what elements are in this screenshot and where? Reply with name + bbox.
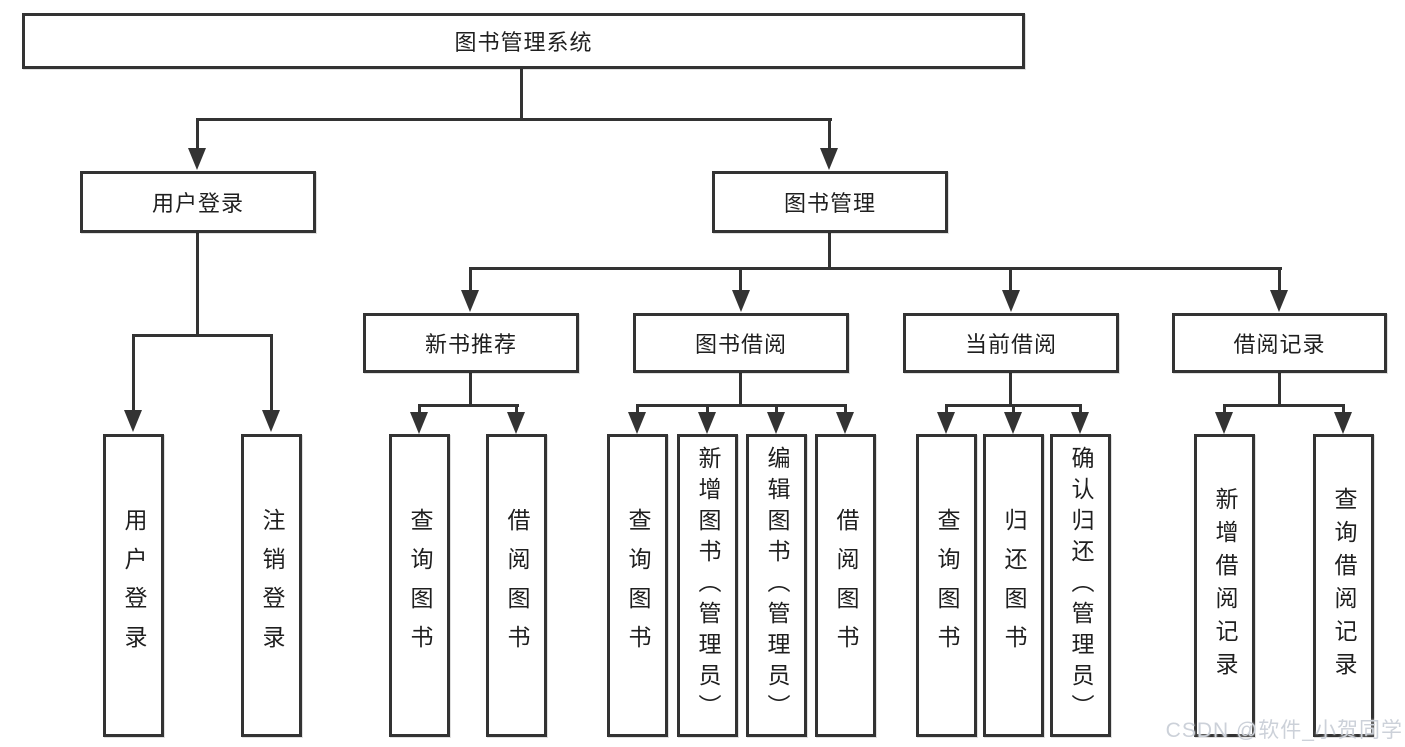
- arrowhead-down-icon: [698, 412, 716, 434]
- leaf-label: 确认归还（管理员）: [1068, 446, 1094, 725]
- connector-current-borrowing-trunk: [1009, 373, 1012, 407]
- leaf-label: 新增图书（管理员）: [695, 446, 721, 725]
- connector-user-login-trunk: [196, 233, 199, 336]
- connector-leaf-stem: [636, 404, 639, 414]
- node-label: 新书推荐: [424, 332, 517, 357]
- arrowhead-down-icon: [124, 410, 142, 432]
- connector-leaf-stem: [1223, 404, 1226, 414]
- leaf-label: 用户登录: [121, 507, 147, 664]
- leaf-edit-books-admin: 编辑图书（管理员）: [746, 434, 807, 737]
- leaf-add-borrow-record: 新增借阅记录: [1194, 434, 1255, 737]
- leaf-label: 注销登录: [259, 507, 285, 664]
- leaf-label: 归还图书: [1001, 507, 1027, 664]
- connector-leaf-stem: [844, 404, 847, 414]
- connector-leaf-stem: [418, 404, 421, 414]
- connector-new-books-rail: [418, 404, 519, 407]
- connector-to-leaf-user-login: [132, 334, 135, 412]
- arrowhead-down-icon: [262, 410, 280, 432]
- leaf-query-books-borrowing: 查询图书: [607, 434, 668, 737]
- connector-leaf-stem: [1342, 404, 1345, 414]
- connector-to-borrow-records: [1278, 267, 1281, 292]
- arrowhead-down-icon: [188, 148, 206, 170]
- connector-to-current-borrowing: [1009, 267, 1012, 292]
- leaf-logout-login: 注销登录: [241, 434, 302, 737]
- leaf-label: 编辑图书（管理员）: [764, 446, 790, 725]
- connector-leaf-stem: [945, 404, 948, 414]
- leaf-add-books-admin: 新增图书（管理员）: [677, 434, 738, 737]
- arrowhead-down-icon: [1071, 412, 1089, 434]
- leaf-borrow-books-new-books: 借阅图书: [486, 434, 547, 737]
- node-label: 图书借阅: [694, 332, 787, 357]
- watermark-text: CSDN @软件_小贺同学: [1165, 719, 1403, 742]
- leaf-label: 查询图书: [625, 507, 651, 664]
- arrowhead-down-icon: [836, 412, 854, 434]
- connector-root-trunk: [520, 68, 523, 120]
- node-current-borrowing: 当前借阅: [903, 313, 1119, 373]
- arrowhead-down-icon: [410, 412, 428, 434]
- node-label: 用户登录: [151, 191, 244, 216]
- connector-leaf-stem: [775, 404, 778, 414]
- arrowhead-down-icon: [461, 290, 479, 312]
- node-book-management: 图书管理: [712, 171, 948, 233]
- node-label: 借阅记录: [1233, 332, 1326, 357]
- connector-to-new-books: [469, 267, 472, 292]
- leaf-label: 查询图书: [934, 507, 960, 664]
- leaf-label: 借阅图书: [504, 507, 530, 664]
- arrowhead-down-icon: [1002, 290, 1020, 312]
- leaf-query-books-new-books: 查询图书: [389, 434, 450, 737]
- arrowhead-down-icon: [767, 412, 785, 434]
- connector-to-book-borrowing: [739, 267, 742, 292]
- node-borrowing-records: 借阅记录: [1172, 313, 1387, 373]
- node-library-management-system: 图书管理系统: [22, 13, 1025, 69]
- node-user-login: 用户登录: [80, 171, 316, 233]
- connector-to-user-login: [196, 118, 199, 150]
- leaf-label: 借阅图书: [833, 507, 859, 664]
- node-label: 图书管理系统: [454, 30, 593, 55]
- arrowhead-down-icon: [628, 412, 646, 434]
- connector-leaf-stem: [1012, 404, 1015, 414]
- arrowhead-down-icon: [1334, 412, 1352, 434]
- connector-book-borrowing-rail: [636, 404, 847, 407]
- leaf-borrow-books-borrowing: 借阅图书: [815, 434, 876, 737]
- leaf-label: 查询图书: [407, 507, 433, 664]
- leaf-query-borrow-record: 查询借阅记录: [1313, 434, 1374, 737]
- leaf-confirm-return-admin: 确认归还（管理员）: [1050, 434, 1111, 737]
- arrowhead-down-icon: [937, 412, 955, 434]
- connector-borrow-records-trunk: [1278, 373, 1281, 407]
- leaf-label: 新增借阅记录: [1212, 486, 1238, 685]
- arrowhead-down-icon: [1270, 290, 1288, 312]
- leaf-user-login: 用户登录: [103, 434, 164, 737]
- connector-book-borrowing-trunk: [739, 373, 742, 407]
- connector-borrow-records-rail: [1223, 404, 1345, 407]
- node-label: 当前借阅: [964, 332, 1057, 357]
- node-label: 图书管理: [783, 191, 876, 216]
- connector-new-books-trunk: [469, 373, 472, 407]
- connector-leaf-stem: [706, 404, 709, 414]
- leaf-query-books-current: 查询图书: [916, 434, 977, 737]
- connector-book-mgmt-trunk: [828, 233, 831, 270]
- arrowhead-down-icon: [507, 412, 525, 434]
- connector-leaf-stem: [515, 404, 518, 414]
- connector-level3-rail: [469, 267, 1282, 270]
- leaf-return-books: 归还图书: [983, 434, 1044, 737]
- arrowhead-down-icon: [1215, 412, 1233, 434]
- node-book-borrowing: 图书借阅: [633, 313, 849, 373]
- connector-level1-rail: [196, 118, 832, 121]
- connector-to-book-management: [828, 118, 831, 150]
- arrowhead-down-icon: [732, 290, 750, 312]
- arrowhead-down-icon: [820, 148, 838, 170]
- node-new-book-recommendation: 新书推荐: [363, 313, 579, 373]
- connector-user-login-rail: [132, 334, 273, 337]
- leaf-label: 查询借阅记录: [1331, 486, 1357, 685]
- connector-to-leaf-logout: [270, 334, 273, 412]
- connector-leaf-stem: [1079, 404, 1082, 414]
- arrowhead-down-icon: [1004, 412, 1022, 434]
